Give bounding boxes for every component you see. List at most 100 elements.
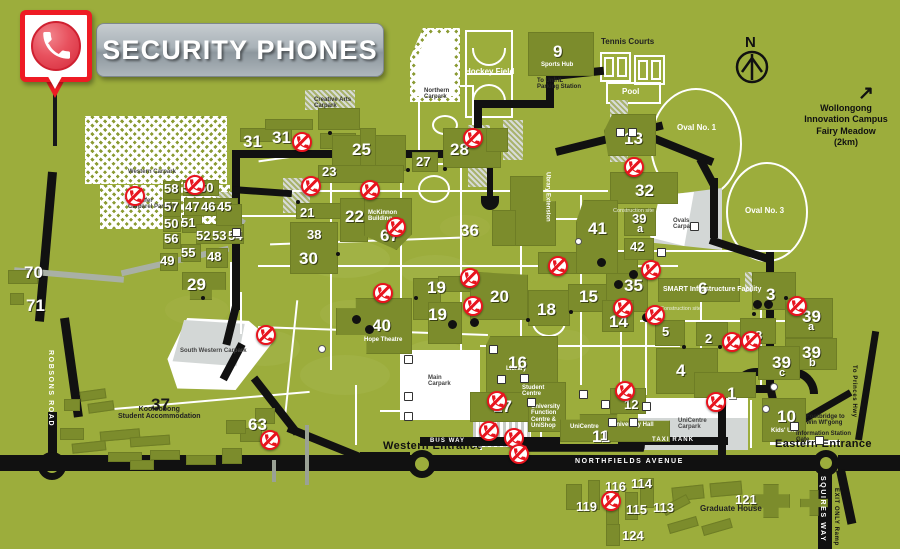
security-phone-marker[interactable] [645,305,665,325]
telephone-handset-icon [791,299,804,312]
oval-no-3-label: Oval No. 3 [745,206,785,215]
security-phone-marker[interactable] [260,430,280,450]
building-63-cluster [130,460,154,470]
building-number: 27 [416,154,431,169]
graduate-house-label: Graduate House [700,504,762,513]
map-node [296,200,300,204]
telephone-handset-icon [617,301,630,314]
telephone-handset-icon [260,328,273,341]
security-phone-marker[interactable] [256,325,276,345]
squires-way [818,470,832,549]
security-phone-marker[interactable] [706,392,726,412]
compass-north-icon [735,50,769,84]
telephone-handset-icon [43,32,70,59]
creative-arts-carpark-label: Creative Arts Carpark [314,97,352,110]
roundabout-path [418,175,450,203]
building-number: 6 [698,279,708,298]
security-phone-marker[interactable] [386,217,406,237]
security-phone-marker[interactable] [185,175,205,195]
building-number-sub: a [808,321,815,333]
security-phone-marker[interactable] [479,421,499,441]
security-phone-marker[interactable] [613,298,633,318]
security-phone-marker[interactable] [360,180,380,200]
security-phone-marker[interactable] [641,260,661,280]
building-number: 4 [676,361,686,380]
tennis-court-net [617,57,627,77]
telephone-handset-icon [264,433,277,446]
building-number: 32 [635,181,654,200]
security-phone-marker[interactable] [741,331,761,351]
info-icon [404,355,413,364]
telephone-handset-icon [189,178,202,191]
building-37-cluster [186,455,216,465]
security-phone-marker[interactable] [463,128,483,148]
building-number-sub: a [637,223,644,235]
telephone-handset-icon [364,183,377,196]
innovation-campus-note: Wollongong Innovation Campus Fairy Meado… [804,103,888,147]
main-carpark [400,350,480,420]
building-row [667,516,699,534]
building-number-sub: b [809,357,816,369]
security-phone-marker[interactable] [487,391,507,411]
building-number: 51 [181,215,196,230]
building-number: 19 [428,305,447,324]
path [230,262,232,322]
building-116 [588,480,600,510]
western-entrance-label: Western Entrance [383,440,483,452]
tennis-court [634,55,665,85]
building-number: 10 [777,407,796,426]
telephone-handset-icon [513,447,526,460]
terrain-blob [300,355,390,395]
map-node [443,167,447,171]
ovals-carpark-label: Ovals Carpark [673,218,696,231]
path [355,385,357,445]
telephone-handset-icon [745,334,758,347]
kooloobong-label: Kooloobong Student Accommodation [118,406,201,421]
building-number: 1 [600,428,608,443]
security-phone-marker[interactable] [615,381,635,401]
building-18 [528,290,570,326]
path [240,292,242,334]
security-phone-marker[interactable] [787,296,807,316]
security-phone-marker[interactable] [292,132,312,152]
building-number: 23 [322,164,337,179]
building-number: 41 [588,219,607,238]
building-114 [640,478,654,508]
accessible-icon [764,300,773,309]
info-icon [629,418,638,427]
building-number: 45 [217,199,232,214]
info-icon [579,390,588,399]
tennis-court-net [604,57,614,77]
building-39a-upper [624,208,656,236]
building-number: 53 [212,228,227,243]
building-number: 40 [372,316,391,335]
info-icon [815,436,824,445]
security-phone-marker[interactable] [548,256,568,276]
map-node [682,345,686,349]
building-49 [160,253,178,271]
telephone-handset-icon [649,308,662,321]
building-50 [163,216,181,232]
security-phone-marker[interactable] [601,491,621,511]
fence [272,460,276,482]
tennis-courts-label: Tennis Courts [601,37,655,46]
robsons-road [48,412,57,462]
security-phone-marker[interactable] [509,444,529,464]
building-number: 31 [272,128,291,147]
information-gate-label: Information Station Gate [796,431,851,444]
security-phone-marker[interactable] [460,268,480,288]
security-phone-marker[interactable] [624,157,644,177]
building-number: 119 [576,499,597,514]
security-phone-marker[interactable] [373,283,393,303]
building-number: 49 [160,253,175,268]
security-phone-marker[interactable] [722,332,742,352]
security-phone-marker[interactable] [125,186,145,206]
security-phone-pin-marker [20,10,96,146]
security-phone-marker[interactable] [463,296,483,316]
taxi-rank-label: TAXI RANK [652,437,695,443]
map-node [201,296,205,300]
security-phone-marker[interactable] [301,176,321,196]
pin-post [53,94,57,146]
smart-facility-label: SMART Infrastructure Facility [663,286,762,293]
building-number: 56 [164,231,179,246]
